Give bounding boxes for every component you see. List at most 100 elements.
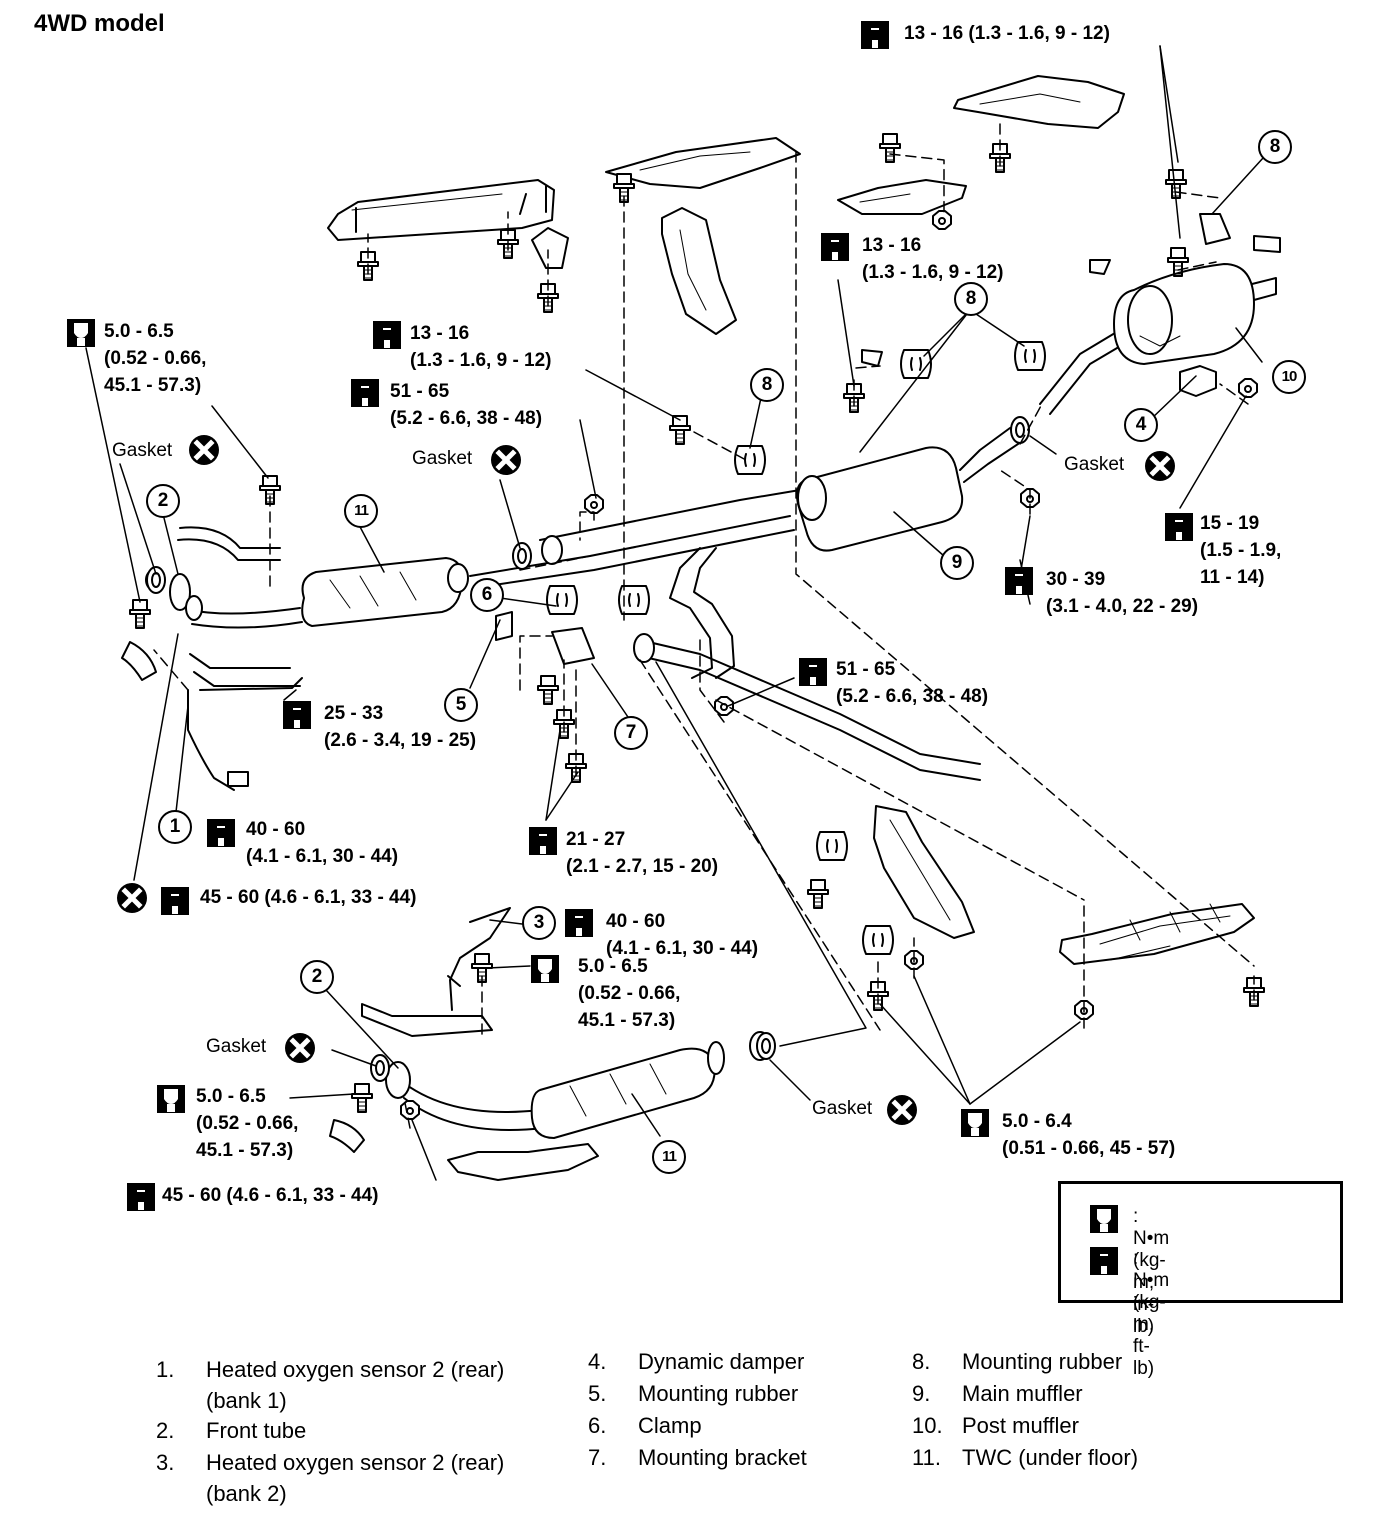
do-not-reuse-icon [1144,450,1176,482]
part-number: 5. [588,1381,607,1406]
ft-lb-wrench-icon [160,886,190,916]
torque-spec-label: 21 - 27 (2.1 - 2.7, 15 - 20) [566,829,719,877]
heat-insulator-rear-top [953,75,1125,129]
ft-lb-wrench-icon [206,818,236,848]
part-name: Mounting rubber [962,1349,1123,1374]
post-muffler [1039,263,1277,415]
mounting-brackets [495,213,1281,665]
part-callout-11: 11 [344,494,378,528]
part-name: Clamp [638,1413,702,1438]
dashed-leader-lines [153,119,1255,1129]
do-not-reuse-icon [116,882,148,914]
torque-spec-label: 45 - 60 (4.6 - 6.1, 33 - 44) [200,887,417,908]
rear-hanger-pipe [873,805,975,939]
ft-lb-wrench-icon [860,20,890,50]
torque-spec-label: 51 - 65 (5.2 - 6.6, 38 - 48) [836,659,989,707]
gasket-label: Gasket [206,1036,267,1057]
part-number: 9. [912,1381,931,1406]
ft-lb-wrench-icon [126,1182,156,1212]
part-name: Heated oxygen sensor 2 (rear) (bank 1) [206,1357,505,1413]
in-lb-wrench-icon [530,954,560,984]
part-name: Front tube [206,1418,307,1443]
torque-spec-label: 5.0 - 6.4 (0.51 - 0.66, 45 - 57) [1002,1111,1176,1159]
gasket-label: Gasket [1064,454,1125,475]
in-lb-wrench-icon [66,318,96,348]
part-name: Heated oxygen sensor 2 (rear) (bank 2) [206,1450,505,1506]
in-lb-wrench-icon [960,1108,990,1138]
ft-lb-wrench-icon [1004,566,1034,596]
torque-spec-label: 13 - 16 (1.3 - 1.6, 9 - 12) [862,235,1004,283]
dynamic-damper [1179,365,1217,397]
part-number: 6. [588,1413,607,1438]
part-number: 8. [912,1349,931,1374]
part-callout-8: 8 [954,282,988,316]
part-number: 2. [156,1418,175,1443]
ft-lb-wrench-icon [528,826,558,856]
torque-spec-label: 25 - 33 (2.6 - 3.4, 19 - 25) [324,703,477,751]
do-not-reuse-icon [886,1094,918,1126]
gasket-label: Gasket [412,448,473,469]
ft-lb-wrench-icon [820,232,850,262]
part-callout-8: 8 [750,368,784,402]
ft-lb-wrench-icon [372,320,402,350]
part-name: TWC (under floor) [962,1445,1139,1470]
in-lb-wrench-icon [156,1084,186,1114]
torque-spec-label: 5.0 - 6.5 (0.52 - 0.66, 45.1 - 57.3) [578,956,681,1031]
ft-lb-wrench-icon [564,908,594,938]
heat-insulator-bottom-front [361,1003,599,1181]
heat-insulator-rear-mid [837,179,967,215]
in-lb-wrench-icon [1089,1204,1119,1240]
diagram-title: 4WD model [34,10,165,37]
gasket-label: Gasket [812,1098,873,1119]
ft-lb-wrench-icon [350,378,380,408]
ft-lb-wrench-icon [1164,512,1194,542]
part-callout-2: 2 [146,484,180,518]
torque-spec-label: 5.0 - 6.5 (0.52 - 0.66, 45.1 - 57.3) [104,321,207,396]
do-not-reuse-icon [188,434,220,466]
main-muffler [796,427,1027,552]
part-number: 3. [156,1450,175,1475]
heat-insulator-center [605,137,801,335]
torque-legend: : N•m (kg-m, in-lb) : N•m (kg-m, ft-lb) [1058,1181,1343,1379]
heat-insulator-front [327,179,569,269]
torque-spec-label: 13 - 16 (1.3 - 1.6, 9 - 12) [410,323,552,371]
torque-spec-label: 40 - 60 (4.1 - 6.1, 30 - 44) [246,819,399,867]
part-callout-8: 8 [1258,130,1292,164]
part-callout-6: 6 [470,578,504,612]
heat-insulator-lower [1059,903,1255,965]
part-callout-2: 2 [300,960,334,994]
part-callout-10: 10 [1272,360,1306,394]
part-callout-11: 11 [652,1140,686,1174]
front-tube-bank1 [121,526,303,791]
part-name: Post muffler [962,1413,1079,1438]
part-name: Dynamic damper [638,1349,805,1374]
part-callout-3: 3 [522,906,556,940]
torque-spec-label: 15 - 19 (1.5 - 1.9, 11 - 14) [1200,513,1282,588]
ft-lb-wrench-icon [798,657,828,687]
gasket-label: Gasket [112,440,173,461]
ft-lb-wrench-icon [1089,1246,1119,1282]
do-not-reuse-icon [490,444,522,476]
part-number: 7. [588,1445,607,1470]
torque-spec-label: 13 - 16 (1.3 - 1.6, 9 - 12) [904,23,1110,44]
part-number: 4. [588,1349,607,1374]
part-name: Main muffler [962,1381,1083,1406]
center-pipes [469,489,981,781]
part-number: 11. [912,1445,941,1470]
part-number: 10. [912,1413,943,1438]
part-callout-4: 4 [1124,408,1158,442]
leader-lines [85,45,1275,1181]
part-callout-9: 9 [940,546,974,580]
part-callout-5: 5 [444,688,478,722]
part-name: Mounting bracket [638,1445,807,1470]
do-not-reuse-icon [284,1032,316,1064]
part-callout-1: 1 [158,810,192,844]
torque-spec-label: 51 - 65 (5.2 - 6.6, 38 - 48) [390,381,543,429]
torque-spec-label: 40 - 60 (4.1 - 6.1, 30 - 44) [606,911,759,959]
torque-spec-label: 5.0 - 6.5 (0.52 - 0.66, 45.1 - 57.3) [196,1086,299,1161]
part-number: 1. [156,1357,175,1382]
torque-spec-label: 45 - 60 (4.6 - 6.1, 33 - 44) [162,1185,379,1206]
torque-spec-label: 30 - 39 (3.1 - 4.0, 22 - 29) [1046,569,1199,617]
ft-lb-wrench-icon [282,700,312,730]
